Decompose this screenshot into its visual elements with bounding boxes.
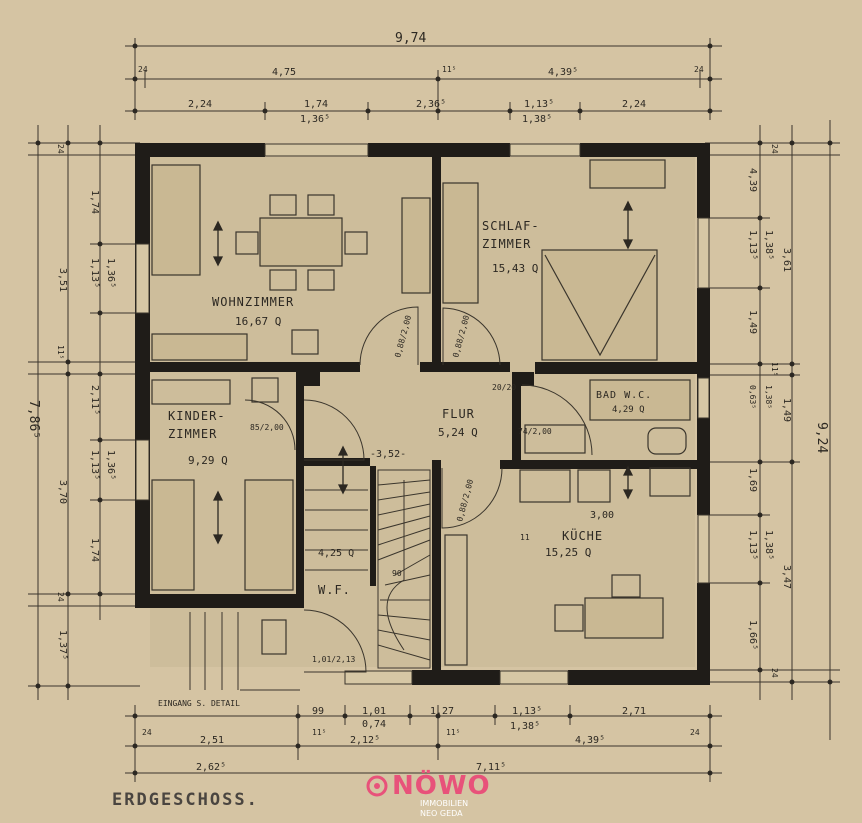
dim-bottom-tick-1: 24 <box>142 728 152 737</box>
dim-bottom-seg-4: 1,27 <box>430 706 454 717</box>
dim-top-seg-2: 4,39⁵ <box>548 67 578 78</box>
room-area-kinderzimmer: 9,29 Q <box>188 454 228 467</box>
dim-right-seg-8: 1,38⁵ <box>764 385 773 409</box>
dim-bottom-seg-2: 1,01 <box>362 706 386 717</box>
dim-bottom-seg-11: 2,62⁵ <box>196 762 226 773</box>
entrance-note: EINGANG S. DETAIL <box>158 699 240 708</box>
logo-line-1: IMMOBILIEN <box>420 799 468 808</box>
room-name-kinderzimmer-2: ZIMMER <box>168 427 217 441</box>
dim-bottom-seg-10: 4,39⁵ <box>575 735 605 746</box>
dim-right-seg-10: 1,13⁵ <box>747 530 758 560</box>
dim-bottom-seg-6: 1,38⁵ <box>510 721 540 732</box>
dim-right-seg-6: 1,49 <box>781 398 792 422</box>
room-name-schlafzimmer-2: ZIMMER <box>482 237 531 251</box>
dim-top-seg-9: 2,24 <box>622 99 646 110</box>
room-area-bad: 4,29 Q <box>612 405 645 415</box>
dim-right-total: 9,24 <box>814 422 829 453</box>
dim-right-seg-11: 1,38⁵ <box>763 530 774 560</box>
room-name-schlafzimmer-1: SCHLAF- <box>482 219 540 233</box>
dim-right-seg-2: 1,13⁵ <box>747 230 758 260</box>
room-name-flur: FLUR <box>442 407 475 421</box>
dim-top-seg-8: 1,38⁵ <box>522 114 552 125</box>
dim-right-seg-13: 1,66⁵ <box>747 620 758 650</box>
dim-bottom-tick-4: 24 <box>690 728 700 737</box>
dim-top-seg-7: 1,13⁵ <box>524 99 554 110</box>
dim-left-seg-9: 1,74 <box>89 538 100 562</box>
dim-top-tick-2: 11⁵ <box>442 65 456 74</box>
logo-line-2: NEO GEDA <box>420 809 463 818</box>
staircase <box>189 469 431 691</box>
wf-height-label: 4,25 Q <box>318 548 354 559</box>
room-area-kueche: 15,25 Q <box>545 546 591 559</box>
dim-left-seg-7: 1,13⁵ <box>89 450 100 480</box>
dim-left-seg-5: 3,70 <box>57 480 68 504</box>
dim-left-seg-8: 1,36⁵ <box>105 450 116 480</box>
room-area-wohnzimmer: 16,67 Q <box>235 315 281 328</box>
dim-right-tick-2: 11⁵ <box>770 362 779 376</box>
brand-logo: NÖWO IMMOBILIEN NEO GEDA <box>366 768 491 818</box>
dim-bottom-seg-3: 0,74 <box>362 719 386 730</box>
dim-top-total: 9,74 <box>395 31 426 46</box>
dim-bottom-tick-3: 11⁵ <box>446 728 460 737</box>
dim-top-seg-5: 1,36⁵ <box>300 114 330 125</box>
plan-title: ERDGESCHOSS. <box>112 790 259 810</box>
dim-top-seg-6: 2,36⁵ <box>416 99 446 110</box>
dim-left-tick-3: 24 <box>56 592 65 602</box>
dim-left-seg-10: 1,37⁵ <box>57 630 68 660</box>
dim-right-seg-7: 0,63⁵ <box>748 385 757 409</box>
kitchen-tag-label: 11 <box>520 533 530 542</box>
bad-door-label: 74/2,00 <box>518 427 552 436</box>
stair-dim-label: -3,52- <box>370 449 406 460</box>
stair-width-label: 90 <box>392 569 402 578</box>
dim-left-seg-1: 3,51 <box>57 268 68 292</box>
dim-right-seg-3: 1,38⁵ <box>763 230 774 260</box>
furniture <box>151 159 691 666</box>
dim-right-seg-9: 1,69 <box>747 468 758 492</box>
dim-bottom-seg-5: 1,13⁵ <box>512 706 542 717</box>
logo-brand: NÖWO <box>392 768 491 801</box>
room-name-kinderzimmer-1: KINDER- <box>168 409 226 423</box>
room-name-wohnzimmer: WOHNZIMMER <box>212 295 294 309</box>
kitchen-width-label: 3,00 <box>590 510 614 521</box>
room-area-flur: 5,24 Q <box>438 426 478 439</box>
wf-door-label: 1,01/2,13 <box>312 655 356 664</box>
dim-left-seg-6: 2,11⁵ <box>89 385 100 415</box>
dim-top-tick-3: 24 <box>694 65 704 74</box>
room-name-wf: W.F. <box>318 583 351 597</box>
room-name-kueche: KÜCHE <box>562 527 603 543</box>
dim-left-total: 7,86⁵ <box>26 400 41 439</box>
dim-top-tick-1: 24 <box>138 65 148 74</box>
dimension-ticks <box>35 43 833 776</box>
dim-right-seg-12: 3,47 <box>781 565 792 589</box>
dim-left-tick-2: 11⁵ <box>56 345 65 359</box>
dim-bottom-seg-9: 2,12⁵ <box>350 735 380 746</box>
kinder-door-label: 85/2,00 <box>250 423 284 432</box>
doors <box>244 306 593 673</box>
dim-right-tick-1: 24 <box>770 144 779 154</box>
dim-top-seg-3: 2,24 <box>188 99 212 110</box>
dim-left-seg-3: 1,13⁵ <box>89 258 100 288</box>
dim-bottom-seg-12: 7,11⁵ <box>476 762 506 773</box>
dim-bottom-seg-7: 2,71 <box>622 706 646 717</box>
dim-bottom-seg-8: 2,51 <box>200 735 224 746</box>
dim-bottom-tick-2: 11⁵ <box>312 728 326 737</box>
dim-top-seg-4: 1,74 <box>304 99 328 110</box>
dim-right-seg-4: 3,61 <box>781 248 792 272</box>
arrows <box>212 200 634 545</box>
dim-bottom-seg-1: 99 <box>312 706 324 717</box>
dim-right-seg-5: 1,49 <box>747 310 758 334</box>
logo-icon <box>366 775 388 797</box>
dim-left-tick-1: 24 <box>56 144 65 154</box>
room-area-schlafzimmer: 15,43 Q <box>492 262 538 275</box>
logo-icon-dot <box>374 783 380 789</box>
dim-left-seg-4: 1,36⁵ <box>105 258 116 288</box>
window-small-label: 20/20 <box>492 383 516 392</box>
dim-top-seg-1: 4,75 <box>272 67 296 78</box>
windows <box>135 143 710 685</box>
dim-left-seg-2: 1,74 <box>89 190 100 214</box>
dim-right-seg-1: 4,39 <box>747 168 758 192</box>
dim-right-tick-3: 24 <box>770 668 779 678</box>
room-name-bad: BAD W.C. <box>596 390 652 401</box>
